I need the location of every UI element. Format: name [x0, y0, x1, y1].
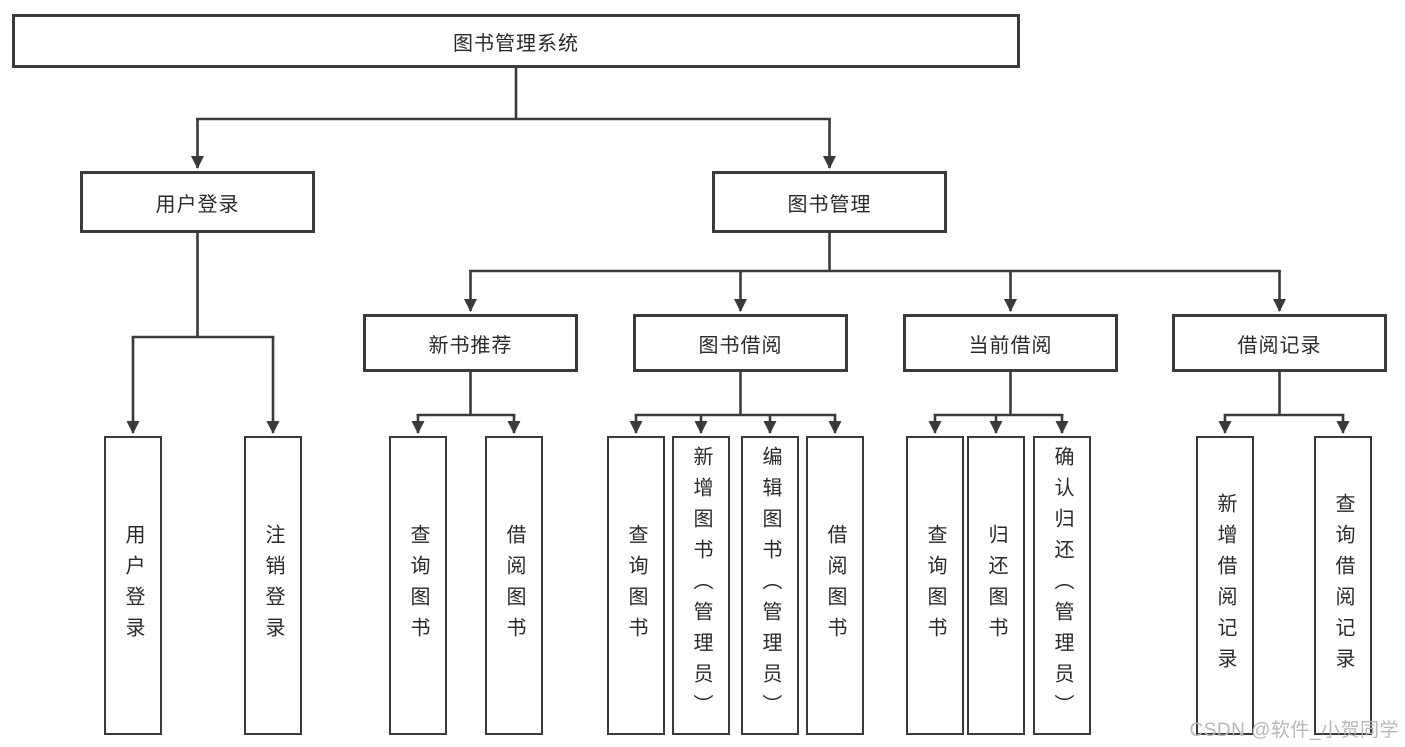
leaf-logout: 注销登录	[244, 436, 302, 735]
leaf-query-books: 查询图书	[607, 436, 665, 735]
leaf-label: 确认归还（管理员）	[1051, 446, 1073, 725]
node-borrow-records: 借阅记录	[1172, 314, 1387, 372]
node-current-borrow: 当前借阅	[903, 314, 1118, 372]
leaf-label: 查询图书	[625, 523, 647, 648]
leaf-label: 归还图书	[985, 523, 1007, 648]
node-user-login: 用户登录	[80, 171, 315, 233]
node-new-book-recommend: 新书推荐	[363, 314, 578, 372]
leaf-add-books-admin: 新增图书（管理员）	[672, 436, 730, 735]
leaf-add-borrow-record: 新增借阅记录	[1196, 436, 1254, 735]
leaf-label: 借阅图书	[824, 523, 846, 648]
leaf-confirm-return-admin: 确认归还（管理员）	[1033, 436, 1091, 735]
leaf-query-books: 查询图书	[389, 436, 447, 735]
leaf-user-login: 用户登录	[104, 436, 162, 735]
leaf-label: 查询借阅记录	[1332, 492, 1354, 679]
leaf-label: 新增借阅记录	[1214, 492, 1236, 679]
leaf-label: 注销登录	[262, 523, 284, 648]
leaf-label: 借阅图书	[503, 523, 525, 648]
leaf-query-borrow-record: 查询借阅记录	[1314, 436, 1372, 735]
leaf-borrow-books: 借阅图书	[806, 436, 864, 735]
leaf-return-books: 归还图书	[967, 436, 1025, 735]
leaf-edit-books-admin: 编辑图书（管理员）	[741, 436, 799, 735]
leaf-label: 用户登录	[122, 523, 144, 648]
leaf-label: 编辑图书（管理员）	[759, 446, 781, 725]
leaf-label: 查询图书	[924, 523, 946, 648]
leaf-label: 新增图书（管理员）	[690, 446, 712, 725]
node-book-management: 图书管理	[712, 171, 947, 233]
csdn-watermark: CSDN @软件_小贺同学	[1189, 720, 1399, 741]
leaf-borrow-books: 借阅图书	[485, 436, 543, 735]
leaf-query-books: 查询图书	[906, 436, 964, 735]
node-library-management-system: 图书管理系统	[12, 14, 1020, 68]
leaf-label: 查询图书	[407, 523, 429, 648]
node-book-borrow: 图书借阅	[633, 314, 848, 372]
